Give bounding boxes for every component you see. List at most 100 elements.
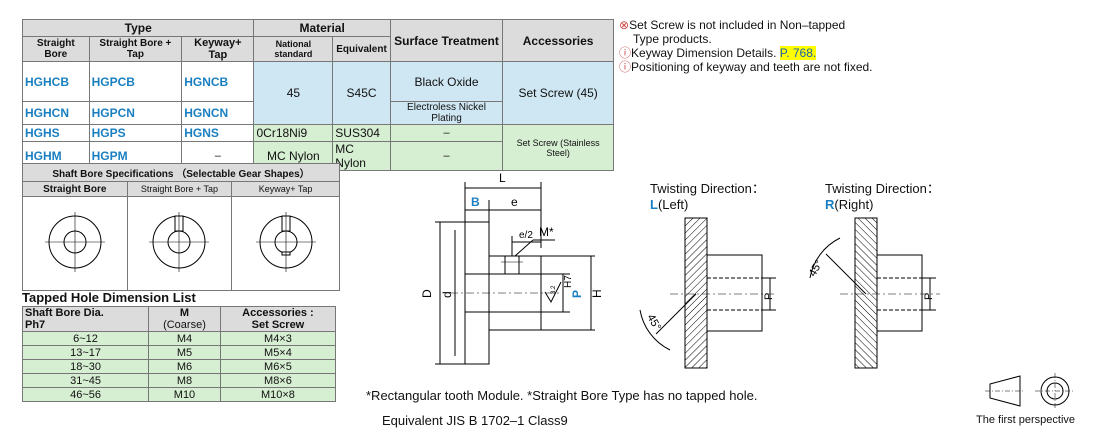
header-text: Shaft Bore Dia. <box>25 307 104 319</box>
table-cell: M5 <box>148 345 221 360</box>
table-cell: M6×5 <box>219 359 337 374</box>
table-cell: MC Nylon <box>332 141 391 171</box>
note-text: Type products. <box>633 32 712 46</box>
dim-roughness: 3.2 <box>551 285 557 294</box>
type-header: Type <box>21 19 255 37</box>
twist-left-drawing: 45° P <box>639 217 776 369</box>
cross-circle-icon: ⊗ <box>619 18 630 32</box>
straight-bore-drawing <box>22 196 128 291</box>
keyway-bore-icon <box>255 212 316 272</box>
notes: ⊗Set Screw is not included in Non–tapped… <box>619 18 873 74</box>
table-cell: HGPCB <box>88 61 183 102</box>
dim-H: H <box>590 289 604 298</box>
straight-bore-tap-drawing <box>126 196 233 291</box>
twist-left-label: Twisting Direction： L(Left) <box>650 178 765 212</box>
table-cell: Electroless Nickel Plating <box>389 101 504 125</box>
equivalent-header: Equivalent <box>332 36 391 62</box>
m-header: M(Coarse) <box>148 306 221 332</box>
table-cell: HGNCB <box>181 61 255 102</box>
table-cell: M6 <box>148 359 221 374</box>
straight-bore-icon <box>44 212 105 272</box>
twist-label: Twisting Direction： <box>650 181 765 196</box>
dim-D: D <box>420 289 434 298</box>
surface-header: Surface Treatment <box>389 19 504 62</box>
table-cell: HGHCB <box>22 61 90 102</box>
bore-table-title: Shaft Bore Specifications （Selectable Ge… <box>22 163 340 182</box>
type-table: Type Material Surface Treatment Accessor… <box>21 19 614 171</box>
dim-P: P <box>570 290 584 298</box>
table-cell: M4×3 <box>219 331 337 346</box>
table-cell: 13~17 <box>21 345 150 360</box>
twist-left-code: L <box>650 197 658 212</box>
footnote-2: Equivalent JIS B 1702–1 Class9 <box>382 413 568 428</box>
twist-right-code: R <box>825 197 835 212</box>
shaft-dia-header: Shaft Bore Dia.Ph7 <box>21 306 150 332</box>
tapped-table-title: Tapped Hole Dimension List <box>22 290 196 305</box>
dim-d: d <box>440 291 454 298</box>
bore-col: Straight Bore + Tap <box>126 181 233 197</box>
table-cell: 18~30 <box>21 359 150 374</box>
perspective-label: The first perspective <box>976 414 1076 426</box>
note-text: Set Screw is not included in Non–tapped <box>629 18 846 32</box>
dim-H7: H7 <box>563 275 574 288</box>
footnote-1: *Rectangular tooth Module. *Straight Bor… <box>366 388 758 403</box>
tapped-bore-icon <box>149 212 210 272</box>
table-cell: 6~12 <box>21 331 150 346</box>
bore-col: Keyway+ Tap <box>231 181 340 197</box>
table-cell: – <box>389 141 504 171</box>
table-cell: SUS304 <box>332 124 391 142</box>
alert-circle-icon: ⓘ <box>619 46 632 60</box>
table-cell: HGPS <box>88 124 183 142</box>
table-cell: M5×4 <box>219 345 337 360</box>
table-cell: HGNS <box>181 124 255 142</box>
table-cell: M8×6 <box>219 373 337 388</box>
table-cell: M10×8 <box>219 387 337 402</box>
twist-label: Twisting Direction： <box>825 181 940 196</box>
table-cell: 31~45 <box>21 373 150 388</box>
table-cell: 0Cr18Ni9 <box>253 124 334 142</box>
tapped-hole-table: Shaft Bore Dia.Ph7 M(Coarse) Accessories… <box>21 306 337 402</box>
table-cell: HGPCN <box>88 101 183 125</box>
twist-left-P: P <box>763 293 775 300</box>
twist-right-label: Twisting Direction： R(Right) <box>825 178 940 212</box>
dim-M: M* <box>539 225 554 239</box>
header-text: Ph7 <box>25 319 46 331</box>
table-cell: Set Screw (45) <box>502 61 614 125</box>
note-text: Positioning of keyway and teeth are not … <box>631 60 873 74</box>
first-angle-projection-icon <box>985 373 1075 409</box>
header-text: M <box>179 307 190 319</box>
header-text: Set Screw <box>251 319 305 331</box>
keyway-tap-header: Keyway+ Tap <box>181 36 255 62</box>
table-cell: S45C <box>332 61 391 125</box>
national-standard-header: National standard <box>253 36 334 62</box>
material-header: Material <box>253 19 391 37</box>
twist-right-drawing: 45° P <box>807 217 940 369</box>
page-link[interactable]: P. 768. <box>779 46 817 60</box>
table-cell: HGNCN <box>181 101 255 125</box>
table-cell: M4 <box>148 331 221 346</box>
table-cell: HGHCN <box>22 101 90 125</box>
setscrew-header: Accessories :Set Screw <box>219 306 337 332</box>
twist-left-text: (Left) <box>657 197 689 212</box>
header-text: Accessories : <box>242 307 314 319</box>
table-cell: HGHS <box>22 124 90 142</box>
table-cell: – <box>389 124 504 142</box>
header-text: (Coarse) <box>163 319 206 331</box>
table-cell: 46~56 <box>21 387 150 402</box>
table-cell: M10 <box>148 387 221 402</box>
table-cell: M8 <box>148 373 221 388</box>
twist-right-angle: 45° <box>807 258 826 278</box>
shaft-bore-table: Shaft Bore Specifications （Selectable Ge… <box>22 163 340 291</box>
twist-right-P: P <box>923 293 935 300</box>
dim-e: e <box>511 195 518 209</box>
note-text: Keyway Dimension Details. <box>631 46 777 60</box>
table-cell: 45 <box>253 61 334 125</box>
dim-L: L <box>499 171 506 185</box>
bore-col: Straight Bore <box>22 181 128 197</box>
table-cell: Set Screw (Stainless Steel) <box>502 124 614 171</box>
accessories-header: Accessories <box>502 19 614 62</box>
table-cell: Black Oxide <box>389 61 504 102</box>
dim-B: B <box>471 195 480 209</box>
dim-e2: e/2 <box>519 230 533 241</box>
straight-bore-header: Straight Bore <box>22 36 90 62</box>
